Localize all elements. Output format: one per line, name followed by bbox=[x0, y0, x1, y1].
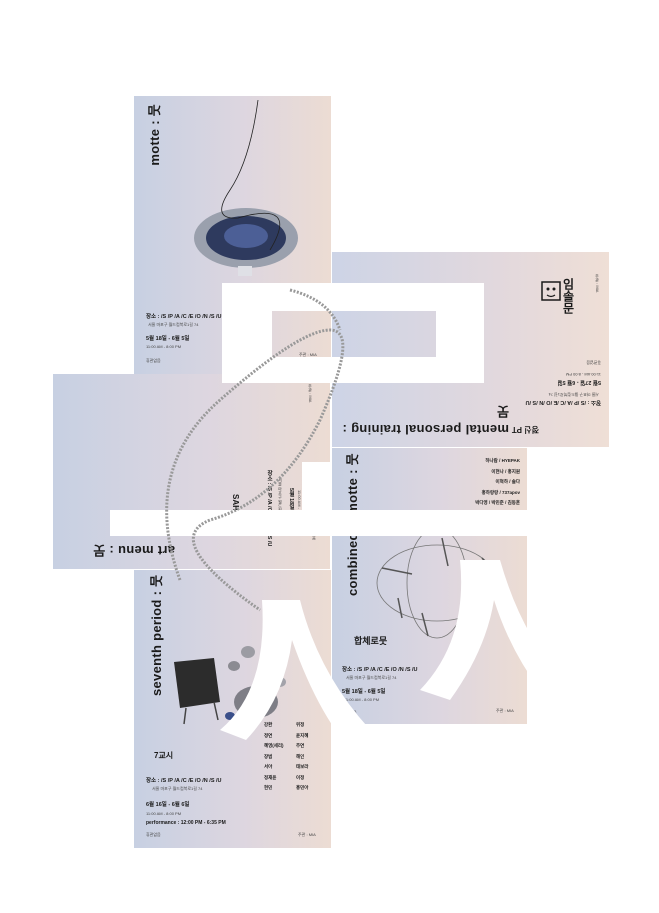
poster-subtitle: 합체로뭇 bbox=[354, 636, 388, 646]
list-item: 이정 bbox=[296, 774, 305, 780]
list-item: 하나람 / HYEPAK bbox=[485, 458, 520, 463]
closed-text: 휴관없음 bbox=[146, 832, 161, 837]
closed-text: 휴관없음 bbox=[146, 358, 161, 363]
list-item: 홍민아 bbox=[296, 785, 309, 790]
hours-text: 11:00 AM - 8:00 PM bbox=[297, 490, 302, 526]
venue-text: 장소 : /S /P /A /C /E /O /N /S /U bbox=[146, 314, 222, 320]
host-text: 주관 : MIA bbox=[308, 384, 313, 403]
host-text: 주관 : MIA bbox=[595, 274, 600, 293]
list-item: 주연 bbox=[296, 743, 305, 748]
list-item: 박다영 / 박민준 / 김동훈 bbox=[475, 500, 520, 505]
list-item: 이혁하 / 솔다 bbox=[495, 479, 520, 484]
list-item: 위정 bbox=[296, 722, 305, 727]
address-text: 서울 마포구 월드컵북로1길 74 bbox=[152, 786, 203, 791]
list-item: 장범 bbox=[264, 753, 273, 759]
list-item: 윤지혜 bbox=[296, 732, 309, 738]
face-icon bbox=[541, 281, 561, 301]
address-text: 서울 마포구 월드컵북로1길 74 bbox=[346, 675, 397, 680]
sculpture-image bbox=[194, 208, 298, 276]
list-item: 현민 bbox=[264, 785, 273, 790]
list-item: 서아 bbox=[264, 764, 273, 769]
artist-name: 임솔문 bbox=[561, 278, 575, 314]
dates-text: 5월 18일 - 6월 5일 bbox=[342, 689, 386, 695]
names-left: 강환 정연 혜영(세리) 장범 서아 정재윤 현민 bbox=[264, 720, 284, 794]
host-text: 주관 : MIA bbox=[496, 708, 514, 713]
hours-text: 11:00 AM - 8:00 PM bbox=[146, 344, 182, 349]
address-text: 서울 마포구 월드컵북로1길 74 bbox=[148, 322, 199, 327]
venue-text: 장소 : /S /P /A /C /E /O /N /S /U bbox=[266, 470, 272, 547]
host-text: 주관 : MIA bbox=[298, 832, 316, 837]
glyph-bar-stem bbox=[302, 462, 330, 522]
list-item: 혜영(세리) bbox=[264, 743, 284, 748]
hours-text: 11:00 AM - 8:00 PM bbox=[344, 697, 380, 702]
poster-subtitle: 7교시 bbox=[154, 751, 174, 760]
dates-text: 5월 18일 - 6월 5일 bbox=[146, 336, 190, 342]
hours-text: 11:00 AM - 8:00 PM bbox=[146, 811, 182, 816]
dates-text: 6월 16일 - 6월 6일 bbox=[146, 802, 190, 808]
list-item: 정재윤 bbox=[264, 774, 277, 780]
venue-text: 장소 : /S /P /A /C /E /O /N /S /U bbox=[146, 778, 222, 784]
list-item: 강환 bbox=[264, 722, 273, 727]
names-right: 위정 윤지혜 주연 해인 태보라 이정 홍민아 bbox=[296, 720, 308, 794]
list-item: 홍하랑랑 / 737apov bbox=[481, 489, 520, 495]
venue-text: 장소 : /S /P /A /C /E /O /N /S /U bbox=[342, 667, 418, 673]
list-item: 해인 bbox=[296, 753, 305, 759]
list-item: 태보라 bbox=[296, 764, 309, 769]
list-item: 정연 bbox=[264, 732, 273, 738]
performance-text: performance : 12:00 PM - 6:35 PM bbox=[146, 820, 226, 826]
host-text: 주관 : MIA bbox=[299, 352, 317, 357]
address-text: 서울 마포구 월드컵북로1길 74 bbox=[278, 478, 283, 533]
list-item: 이현나 / 홍지원 bbox=[491, 468, 520, 474]
